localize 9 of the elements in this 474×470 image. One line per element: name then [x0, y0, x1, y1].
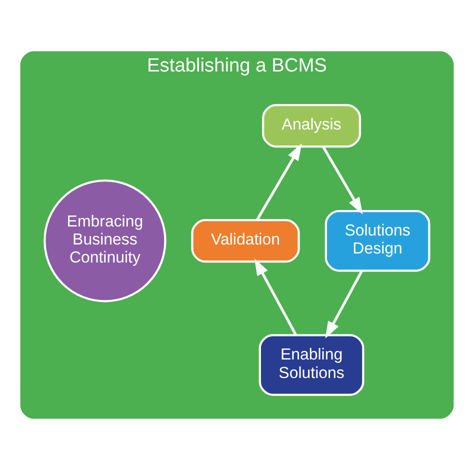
node-box: Validation: [191, 219, 300, 263]
arrow: [325, 270, 363, 339]
arrow: [256, 143, 302, 220]
node-box: Enabling Solutions: [258, 334, 364, 396]
arrow: [254, 258, 298, 336]
node-box: Solutions Design: [324, 210, 430, 272]
node-circle: Embracing Business Continuity: [44, 179, 166, 302]
arrow: [322, 146, 363, 214]
node-box: Analysis: [262, 104, 362, 148]
